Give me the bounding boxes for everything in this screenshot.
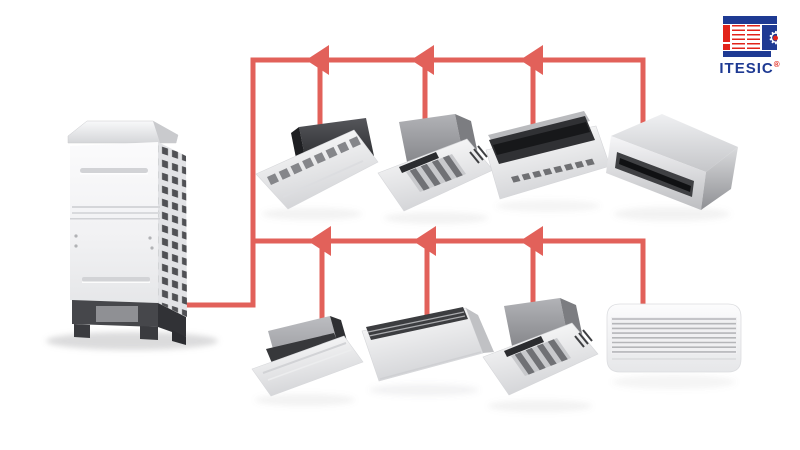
pipe-network bbox=[183, 57, 646, 326]
logo-lined-panel bbox=[732, 25, 760, 50]
gear-center-dot bbox=[773, 35, 778, 40]
shadows bbox=[46, 200, 736, 412]
logo-top-bar bbox=[723, 16, 777, 24]
indoor-unit-top-4-duct-box bbox=[606, 114, 738, 210]
brand-name-text: ITESIC bbox=[719, 60, 774, 77]
arrow-left-icon bbox=[520, 45, 543, 75]
registered-trademark: ® bbox=[773, 60, 781, 69]
logo-bottom-bar bbox=[723, 51, 771, 57]
lower-pipe-run bbox=[253, 238, 646, 312]
arrow-left-icon bbox=[520, 226, 543, 256]
indoor-unit-bottom-2-ceiling-suspended bbox=[361, 307, 494, 382]
indoor-unit-bottom-1-cassette-one-way bbox=[251, 316, 364, 397]
logo-red-bar bbox=[723, 25, 730, 42]
arrow-left-icon bbox=[308, 226, 331, 256]
logo-red-dot bbox=[723, 44, 730, 50]
indoor-unit-top-2-cassette-four-way bbox=[377, 113, 494, 212]
indoor-unit-top-1-cassette-one-way bbox=[255, 118, 379, 210]
outdoor-unit-side-vents bbox=[158, 142, 187, 317]
brand-logo: ⚙ ITESIC® bbox=[714, 16, 786, 77]
itesic-logo-icon: ⚙ bbox=[723, 16, 784, 57]
arrow-left-icon bbox=[306, 45, 329, 75]
outdoor-unit bbox=[67, 120, 187, 345]
main-pipe-run bbox=[183, 57, 646, 308]
brand-name: ITESIC® bbox=[719, 60, 780, 77]
arrow-left-icon bbox=[413, 226, 436, 256]
indoor-unit-bottom-3-cassette-four-way bbox=[482, 297, 599, 396]
arrow-left-icon bbox=[411, 45, 434, 75]
flow-arrows bbox=[306, 45, 543, 256]
indoor-unit-top-3-cassette-one-way bbox=[485, 111, 611, 200]
wall-unit-louvers bbox=[612, 318, 736, 353]
indoor-unit-bottom-4-wall-mounted bbox=[606, 303, 742, 373]
outdoor-unit-front-panel bbox=[70, 142, 158, 303]
logo-blue-column: ⚙ bbox=[762, 25, 784, 50]
